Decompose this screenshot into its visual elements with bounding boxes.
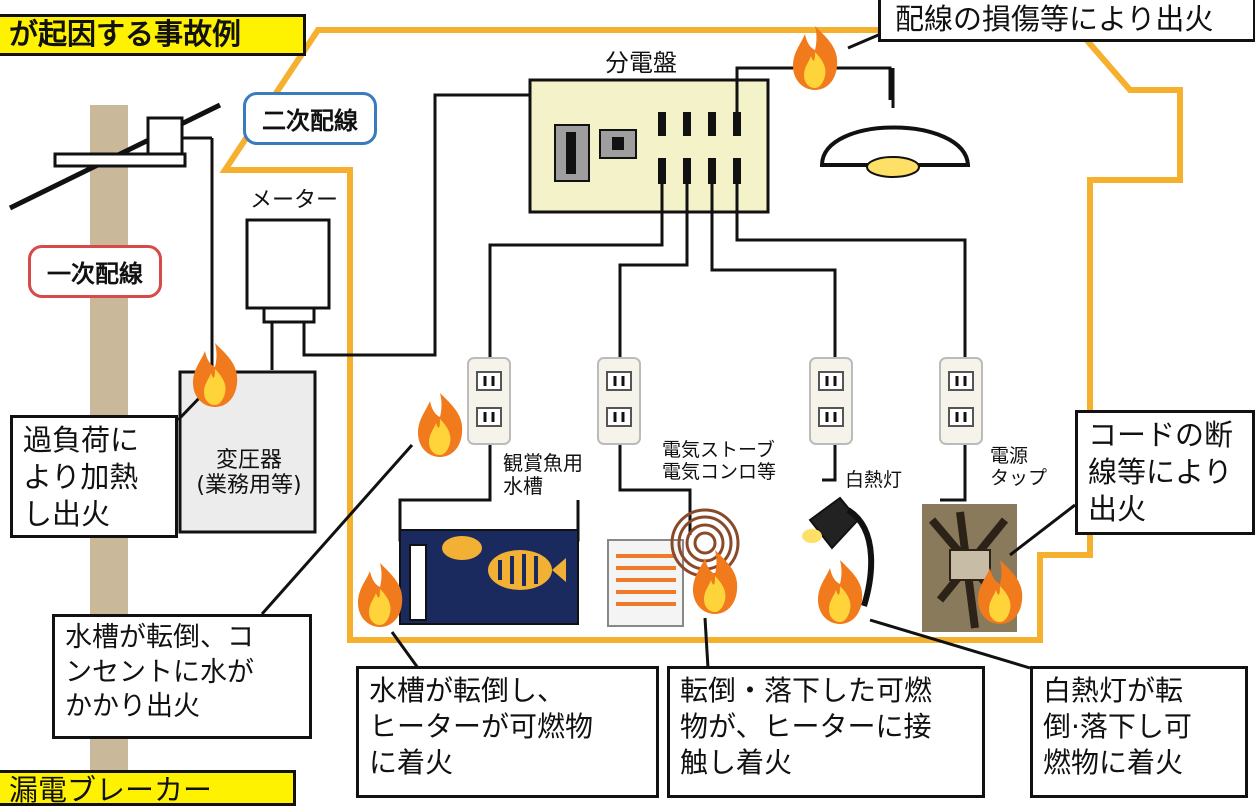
note-fallen-object: 転倒・落下した可燃 物が、ヒーターに接 触し着火 bbox=[667, 666, 985, 798]
note-aquarium-heater-line: 水槽が転倒し、 bbox=[369, 674, 566, 707]
bottom-banner: 漏電ブレーカー bbox=[0, 770, 296, 806]
transformer-label-line2: (業務用等) bbox=[196, 473, 302, 499]
note-overload-line: し出火 bbox=[23, 497, 111, 532]
transformer-label-line1: 変圧器 bbox=[215, 448, 282, 473]
meter-label: メーター bbox=[250, 188, 339, 213]
note-lamp-fall-line: 燃物に着火 bbox=[1043, 745, 1184, 779]
note-cord-line: 線等により bbox=[1088, 455, 1233, 490]
power-tap-label: 電源 タップ bbox=[990, 445, 1048, 490]
note-aquarium-outlet-line: ンセントに水が bbox=[65, 656, 254, 688]
note-lamp-fall-line: 白熱灯が転 bbox=[1043, 674, 1184, 707]
ceiling-lamp bbox=[819, 125, 971, 167]
note-aquarium-heater-line: ヒーターが可燃物 bbox=[369, 709, 594, 743]
note-cord-line: 出火 bbox=[1088, 492, 1147, 527]
power-tap-label-line1: 電源 bbox=[990, 445, 1029, 467]
note-aquarium-outlet: 水槽が転倒、コ ンセントに水が かかり出火 bbox=[52, 614, 312, 739]
note-lamp-fall-line: 倒·落下し可 bbox=[1043, 709, 1192, 743]
note-overload-line: より加熱 bbox=[23, 460, 139, 495]
fire-callout-top: 配線の損傷等により出火 bbox=[878, 0, 1255, 42]
note-lamp-fall: 白熱灯が転 倒·落下し可 燃物に着火 bbox=[1030, 666, 1248, 798]
stove-label-line2: 電気コンロ等 bbox=[662, 460, 777, 483]
transformer-label: 変圧器 (業務用等) bbox=[186, 448, 312, 499]
note-fallen-object-line: 物が、ヒーターに接 bbox=[680, 709, 932, 743]
note-aquarium-heater-line: に着火 bbox=[369, 745, 454, 779]
electric-stove bbox=[607, 539, 684, 627]
note-aquarium-outlet-line: 水槽が転倒、コ bbox=[65, 622, 254, 653]
title-banner: が起因する事故例 bbox=[0, 14, 306, 56]
aquarium-label-line1: 観賞魚用 bbox=[503, 451, 583, 475]
note-fallen-object-line: 転倒・落下した可燃 bbox=[680, 674, 933, 707]
note-aquarium-outlet-line: かかり出火 bbox=[65, 691, 200, 723]
stove-label-line1: 電気ストーブ bbox=[662, 439, 775, 461]
note-cord: コードの断 線等により 出火 bbox=[1075, 410, 1255, 535]
lamp-label: 白熱灯 bbox=[845, 469, 903, 491]
aquarium-label: 観賞魚用 水槽 bbox=[503, 452, 583, 498]
aquarium-label-line2: 水槽 bbox=[503, 474, 543, 498]
note-fallen-object-line: 触し着火 bbox=[680, 745, 793, 779]
power-tap-label-line2: タップ bbox=[990, 466, 1048, 489]
note-overload: 過負荷に より加熱 し出火 bbox=[10, 415, 178, 538]
note-aquarium-heater: 水槽が転倒し、 ヒーターが可燃物 に着火 bbox=[356, 666, 659, 798]
panel-label: 分電盤 bbox=[605, 49, 677, 77]
stove-label: 電気ストーブ 電気コンロ等 bbox=[662, 439, 777, 484]
note-overload-line: 過負荷に bbox=[23, 423, 140, 457]
note-cord-line: コードの断 bbox=[1088, 418, 1234, 452]
primary-wiring-callout: 一次配線 bbox=[28, 245, 162, 298]
meter bbox=[245, 218, 331, 310]
secondary-wiring-callout: 二次配線 bbox=[243, 92, 377, 145]
